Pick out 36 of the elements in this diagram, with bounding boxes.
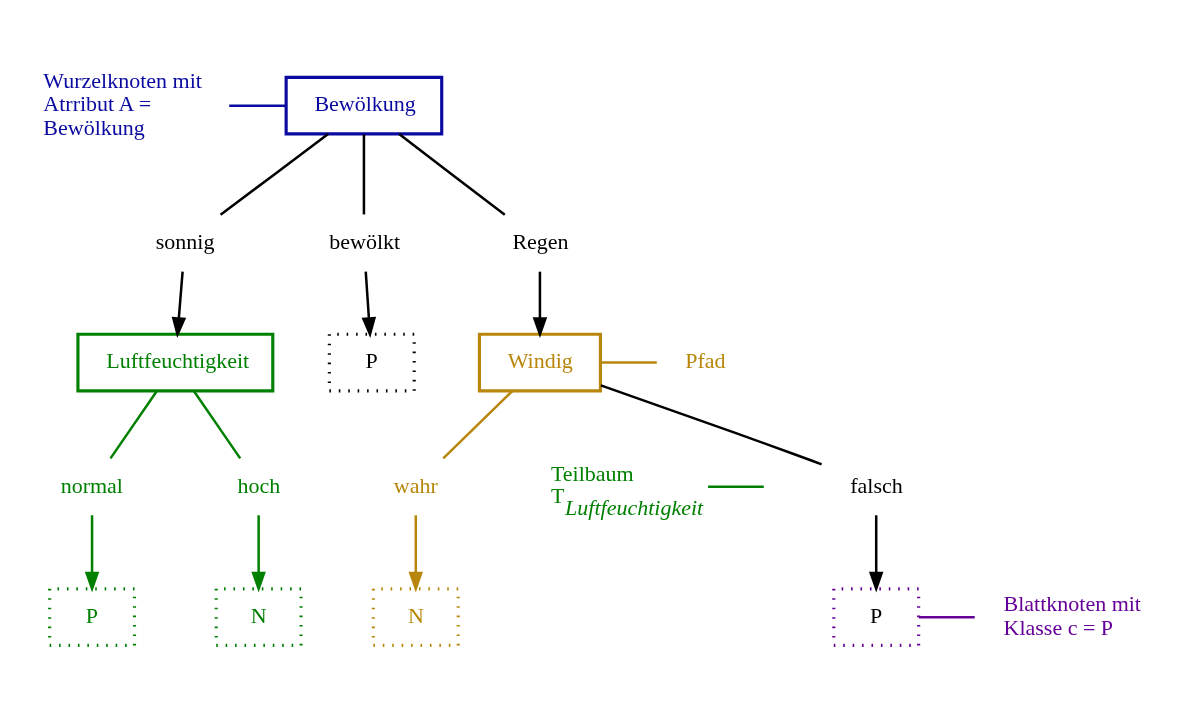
node-box: Luftfeuchtigkeit xyxy=(76,332,275,393)
connector xyxy=(219,133,329,216)
node-box: Windig xyxy=(477,332,602,393)
node-text: wahr xyxy=(393,472,438,498)
node-text: Regen xyxy=(512,228,569,254)
connector xyxy=(442,390,514,460)
arrow xyxy=(84,515,100,593)
node-text: normal xyxy=(60,472,123,498)
arrow xyxy=(868,515,884,593)
connector xyxy=(918,615,975,619)
connector xyxy=(600,361,657,364)
node-box: P xyxy=(832,587,921,647)
node-text: sonnig xyxy=(155,228,215,254)
connector xyxy=(708,485,764,488)
connector xyxy=(362,134,366,215)
node-box: P xyxy=(48,587,137,647)
connector xyxy=(600,384,823,466)
connector xyxy=(109,390,158,460)
node-text: falsch xyxy=(850,472,903,498)
connector xyxy=(192,390,242,460)
arrow xyxy=(532,271,548,338)
arrow xyxy=(251,515,266,593)
node-text: hoch xyxy=(237,472,281,498)
arrow xyxy=(361,271,377,338)
node-text: bewölkt xyxy=(329,228,401,254)
connector xyxy=(398,133,506,216)
node-box: P xyxy=(327,332,416,393)
node-box: N xyxy=(214,587,303,647)
arrow xyxy=(408,515,424,593)
node-text: Pfad xyxy=(685,348,726,374)
node-box: Bewölkung xyxy=(284,75,444,136)
arrow xyxy=(171,271,187,338)
connector xyxy=(229,104,287,107)
node-text: Wurzelknoten mit Atrribut A = Bewölkung xyxy=(43,67,202,141)
node-box: N xyxy=(371,587,460,647)
node-text: Blattknoten mit Klasse c = P xyxy=(1003,591,1141,640)
